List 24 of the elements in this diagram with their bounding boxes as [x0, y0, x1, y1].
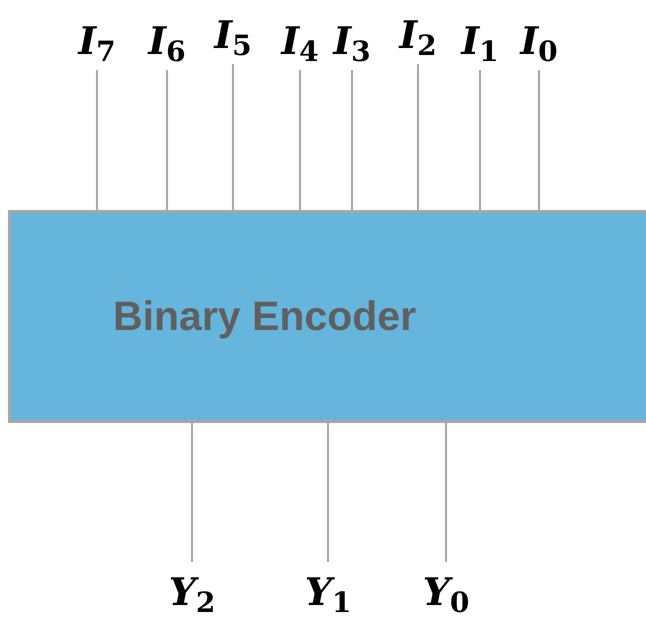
- signal-label: I$_{5}$: [214, 6, 252, 64]
- connector-line: [232, 64, 234, 210]
- connector-line: [96, 70, 98, 210]
- connector-line: [166, 70, 168, 210]
- encoder-block: [8, 210, 646, 423]
- signal-label: I$_{7}$: [78, 12, 116, 70]
- connector-line: [479, 70, 481, 210]
- signal-label: I$_{1}$: [461, 12, 499, 70]
- signal-label: Y$_{2}$: [168, 562, 216, 622]
- signal-label: I$_{2}$: [399, 6, 437, 64]
- signal-label: I$_{6}$: [148, 12, 186, 70]
- connector-line: [327, 423, 329, 562]
- connector-line: [191, 423, 193, 562]
- connector-line: [299, 70, 301, 210]
- block-title: Binary Encoder: [113, 292, 416, 341]
- signal-label: Y$_{1}$: [304, 562, 352, 622]
- signal-label: I$_{4}$: [281, 12, 319, 70]
- connector-line: [445, 423, 447, 562]
- connector-line: [351, 70, 353, 210]
- connector-line: [417, 64, 419, 210]
- connector-line: [538, 70, 540, 210]
- signal-label: I$_{0}$: [520, 12, 558, 70]
- signal-label: Y$_{0}$: [422, 562, 470, 622]
- signal-label: I$_{3}$: [333, 12, 371, 70]
